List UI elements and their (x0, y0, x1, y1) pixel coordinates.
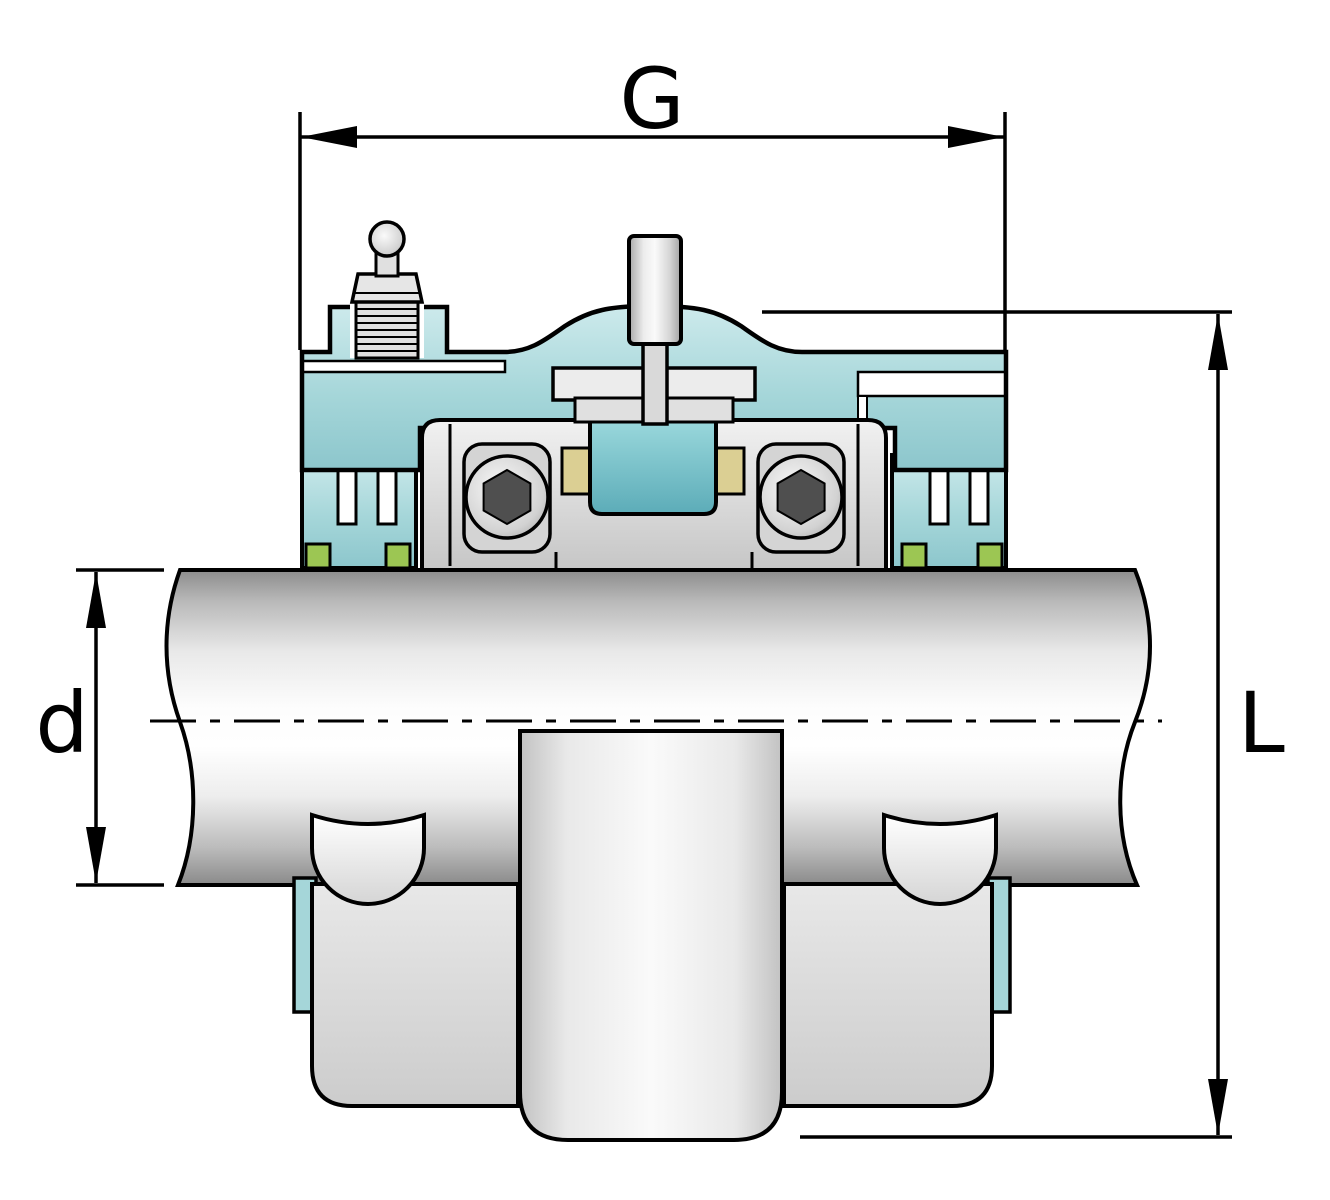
labyrinth-seal-left (300, 453, 418, 570)
shaft (164, 568, 1152, 887)
dimension-label-g: G (619, 50, 684, 148)
dimension-label-l: L (1238, 674, 1285, 772)
arrowhead-right-icon (948, 126, 1004, 148)
dimension-g (298, 112, 1007, 350)
pin-shank (641, 336, 669, 426)
arrowhead-up-icon (1208, 314, 1228, 370)
cage-pad-left (560, 446, 592, 496)
pin-carrier-block (588, 418, 718, 516)
labyrinth-seal-right (890, 453, 1008, 570)
fitting-ball-head (368, 220, 406, 258)
cage-pad-right (714, 446, 746, 496)
clamp-screw-right (756, 442, 846, 554)
seal-ring-green (384, 542, 412, 570)
clamp-screw-left (462, 442, 552, 554)
arrowhead-down-icon (86, 827, 106, 883)
arrowhead-up-icon (86, 572, 106, 628)
seal-ring-green (900, 542, 928, 570)
thread-lines (356, 308, 418, 352)
mounting-slot-left (310, 812, 426, 906)
housing-center-sleeve (518, 729, 784, 1142)
cap-split-gap-left (301, 359, 507, 374)
hex-socket-icon (776, 468, 826, 526)
seal-ring-green (976, 542, 1004, 570)
cap-split-gap-right (856, 370, 1007, 398)
fitting-hex (349, 272, 425, 304)
housing-lower (292, 729, 1012, 1142)
pin-body (627, 234, 683, 346)
housing-upper (299, 220, 1009, 572)
locating-pin (627, 234, 683, 426)
mounting-slot-right (882, 812, 998, 906)
housing-foot-right (782, 882, 994, 1108)
arrowhead-down-icon (1208, 1079, 1228, 1135)
seal-ring-green (304, 542, 332, 570)
dimension-l (762, 310, 1232, 1139)
arrowhead-left-icon (301, 126, 357, 148)
housing-foot-left (310, 882, 520, 1108)
dimension-label-d: d (35, 674, 88, 772)
grease-fitting (349, 220, 425, 360)
dimension-d (76, 568, 164, 887)
shaft-body (164, 568, 1152, 887)
hex-socket-icon (482, 468, 532, 526)
